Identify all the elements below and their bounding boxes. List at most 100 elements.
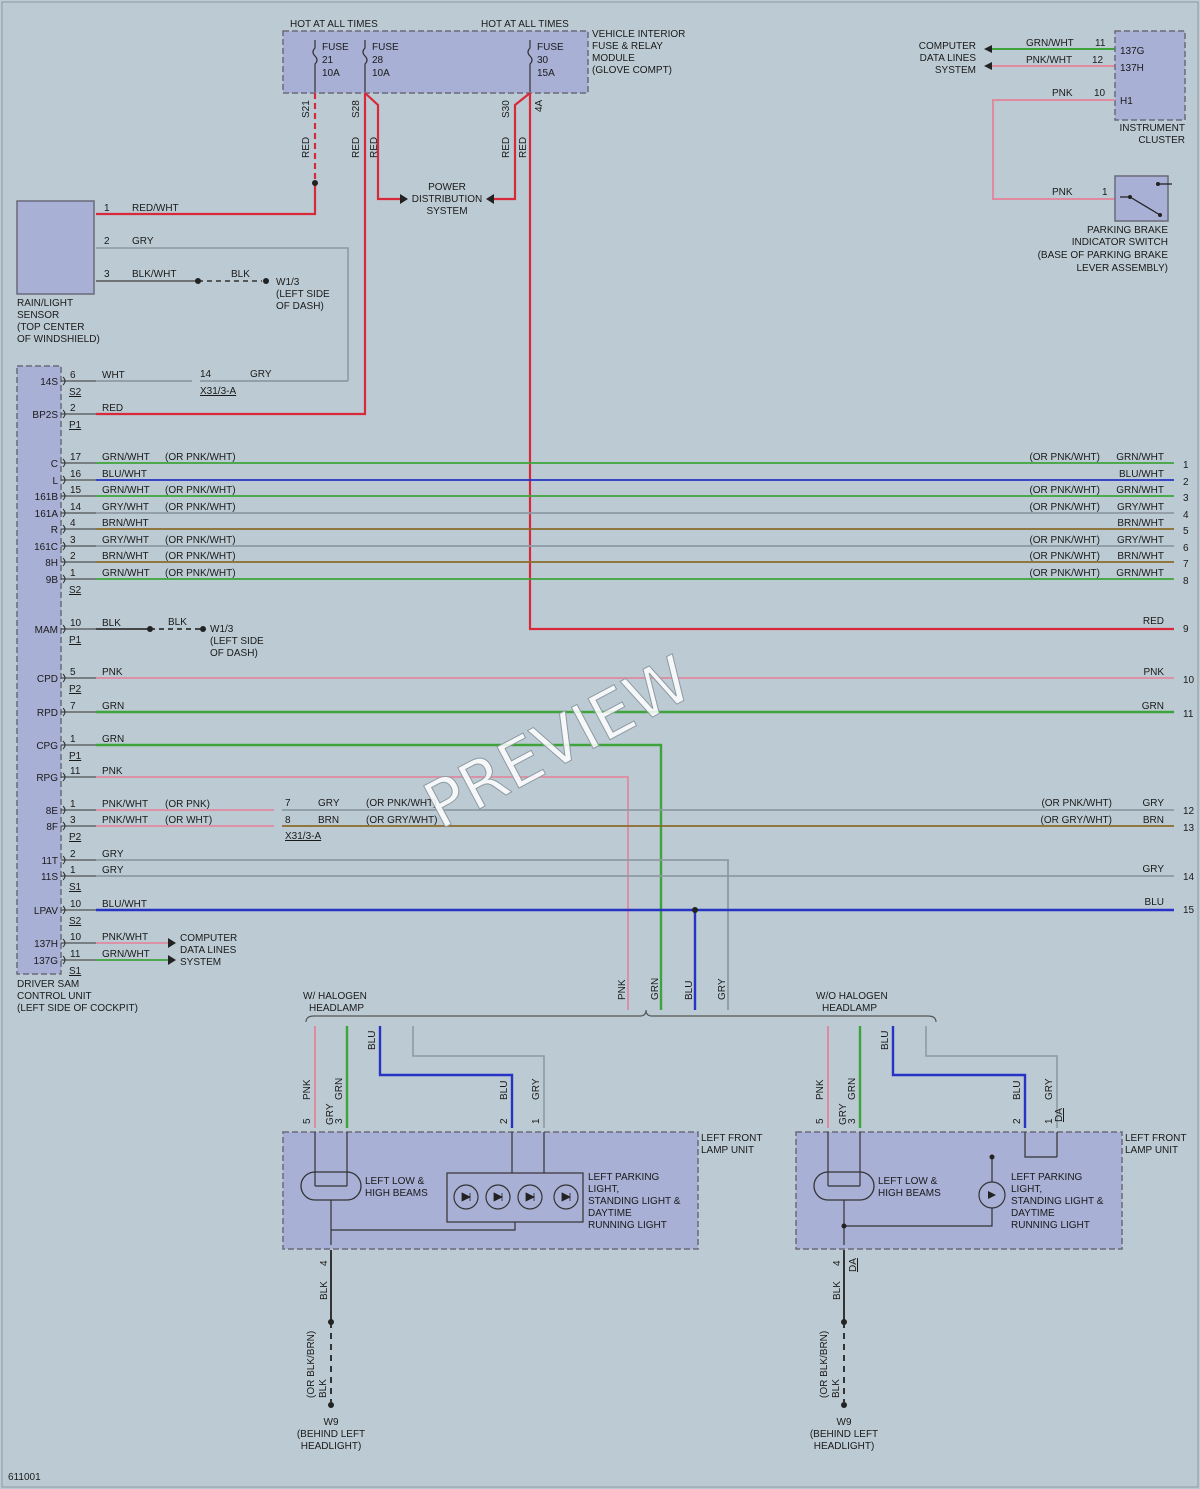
fuse-module-label: (GLOVE COMPT) bbox=[592, 65, 672, 76]
wire-color-label: GRN/WHT bbox=[1116, 485, 1164, 496]
wire-color-label: BLK bbox=[832, 1281, 843, 1300]
cluster-label: CLUSTER bbox=[1138, 135, 1185, 146]
pin-s30: S30 bbox=[501, 100, 512, 118]
wire-color-label: GRY/WHT bbox=[102, 502, 149, 513]
wire-color-label: BLU bbox=[880, 1031, 891, 1050]
sensor-label: (TOP CENTER bbox=[17, 322, 84, 333]
wire-color-label: BRN bbox=[318, 815, 339, 826]
sam-pin-label: 8H bbox=[45, 558, 58, 569]
wire-color-label: GRY bbox=[132, 236, 154, 247]
connector-label: S2 bbox=[69, 916, 82, 927]
wire-alt-label: (OR PNK/WHT) bbox=[165, 502, 236, 513]
wire-4a-red bbox=[528, 93, 1174, 631]
wire-color-label: RED bbox=[501, 137, 512, 158]
option-title: HEADLAMP bbox=[822, 1003, 877, 1014]
cluster-label: INSTRUMENT bbox=[1119, 123, 1185, 134]
pin-number: 5 bbox=[302, 1118, 313, 1124]
wire-color-label: RED bbox=[1143, 616, 1164, 627]
wire-color-label: GRY bbox=[1044, 1078, 1055, 1100]
sam-pin-label: 161B bbox=[35, 492, 59, 503]
wire-color-label: GRY bbox=[102, 849, 124, 860]
sam-special-wires bbox=[96, 380, 1174, 1010]
wire-color-label: PNK bbox=[1052, 187, 1073, 198]
wire-color-label: GRN bbox=[334, 1078, 345, 1100]
pin-4a: 4A bbox=[534, 99, 545, 112]
led-icon bbox=[517, 1184, 543, 1210]
wire-alt-label: (OR PNK/WHT) bbox=[165, 485, 236, 496]
pin-number: 3 bbox=[70, 815, 76, 826]
pin-number: 6 bbox=[70, 370, 76, 381]
pin-number: 14 bbox=[200, 369, 212, 380]
pin-number: 10 bbox=[1183, 675, 1195, 686]
arrow-icon bbox=[168, 955, 176, 965]
pin-number: 10 bbox=[70, 899, 82, 910]
hot-label-1: HOT AT ALL TIMES bbox=[290, 19, 378, 30]
wire-color-label: RED/WHT bbox=[132, 203, 179, 214]
ground-label: OF DASH) bbox=[210, 648, 258, 659]
pin-number: 1 bbox=[531, 1118, 542, 1124]
ground-icon bbox=[200, 626, 206, 632]
wire-alt-label: (OR PNK/WHT) bbox=[165, 568, 236, 579]
pin-number: 11 bbox=[1183, 709, 1194, 720]
pin-s21: S21 bbox=[301, 100, 312, 118]
wire-color-label: BLK bbox=[318, 1379, 329, 1398]
wire-color-label: PNK/WHT bbox=[1026, 55, 1072, 66]
unit-label: LEFT FRONT bbox=[701, 1133, 762, 1144]
pin-label: H1 bbox=[1120, 96, 1133, 107]
ground-label: HEADLIGHT) bbox=[301, 1441, 362, 1452]
computer-label: DATA LINES bbox=[180, 945, 237, 956]
wire-color-label: BLU bbox=[1012, 1081, 1023, 1100]
fuse-21-number: 21 bbox=[322, 55, 334, 66]
parking-brake-switch: PNK 1 PARKING BRAKE INDICATOR SWITCH (BA… bbox=[1038, 175, 1172, 274]
ground-label: W9 bbox=[324, 1417, 339, 1428]
wire-alt-label: (OR PNK/WHT) bbox=[1029, 502, 1100, 513]
figure-id: 611001 bbox=[8, 1472, 41, 1483]
wire-red-wht bbox=[96, 184, 317, 216]
wire-alt-label: (OR PNK/WHT) bbox=[1029, 485, 1100, 496]
pin-number: 1 bbox=[1102, 187, 1108, 198]
pin-number: 2 bbox=[70, 403, 76, 414]
sam-pin-label: C bbox=[51, 459, 58, 470]
pin-number: 15 bbox=[70, 485, 82, 496]
connector-label: P1 bbox=[69, 420, 82, 431]
fuse-module-label: FUSE & RELAY bbox=[592, 41, 663, 52]
wire-color-label: GRY bbox=[318, 798, 340, 809]
wire-color-label: GRY/WHT bbox=[1117, 535, 1164, 546]
wire-color-label: GRY bbox=[1143, 798, 1165, 809]
ground-label: OF DASH) bbox=[276, 301, 324, 312]
pin-label: DA bbox=[1054, 1108, 1065, 1122]
wire-color-label: WHT bbox=[102, 370, 125, 381]
ground-label: (BEHIND LEFT bbox=[810, 1429, 878, 1440]
wire-color-label: BLU/WHT bbox=[1119, 469, 1164, 480]
fuse-21-label: FUSE bbox=[322, 42, 349, 53]
computer-label: SYSTEM bbox=[180, 957, 221, 968]
wire-alt-label: (OR PNK/WHT) bbox=[1029, 452, 1100, 463]
led-icon bbox=[453, 1184, 479, 1210]
wire-color-label: BLU bbox=[499, 1081, 510, 1100]
pin-number: 1 bbox=[70, 865, 76, 876]
wire-color-label: BLU/WHT bbox=[102, 899, 147, 910]
rain-light-sensor: RAIN/LIGHT SENSOR (TOP CENTER OF WINDSHI… bbox=[16, 200, 330, 345]
pin-number: 9 bbox=[1183, 624, 1189, 635]
pin-number: 7 bbox=[285, 798, 291, 809]
wire-color-label: GRN/WHT bbox=[1116, 452, 1164, 463]
ground-label: W1/3 bbox=[276, 277, 300, 288]
wire-color-label: PNK bbox=[815, 1079, 826, 1100]
pin-number: 4 bbox=[319, 1260, 330, 1266]
wire-gry-sensor bbox=[96, 247, 349, 381]
pin-number: 1 bbox=[104, 203, 110, 214]
wire-color-label: GRN/WHT bbox=[102, 452, 150, 463]
sam-label: DRIVER SAM bbox=[17, 979, 79, 990]
switch-label: INDICATOR SWITCH bbox=[1072, 237, 1168, 248]
wire-color-label: GRY bbox=[325, 1103, 336, 1125]
wire-alt-label: (OR PNK/WHT) bbox=[165, 452, 236, 463]
splice-dot bbox=[195, 278, 201, 284]
ground-icon bbox=[328, 1402, 334, 1408]
sam-pin-label: CPD bbox=[37, 674, 58, 685]
power-dist-label: SYSTEM bbox=[426, 206, 467, 217]
pin-number: 1 bbox=[70, 568, 76, 579]
connector-label: S2 bbox=[69, 585, 82, 596]
pin-number: 5 bbox=[815, 1118, 826, 1124]
unit-label: LEFT FRONT bbox=[1125, 1133, 1186, 1144]
